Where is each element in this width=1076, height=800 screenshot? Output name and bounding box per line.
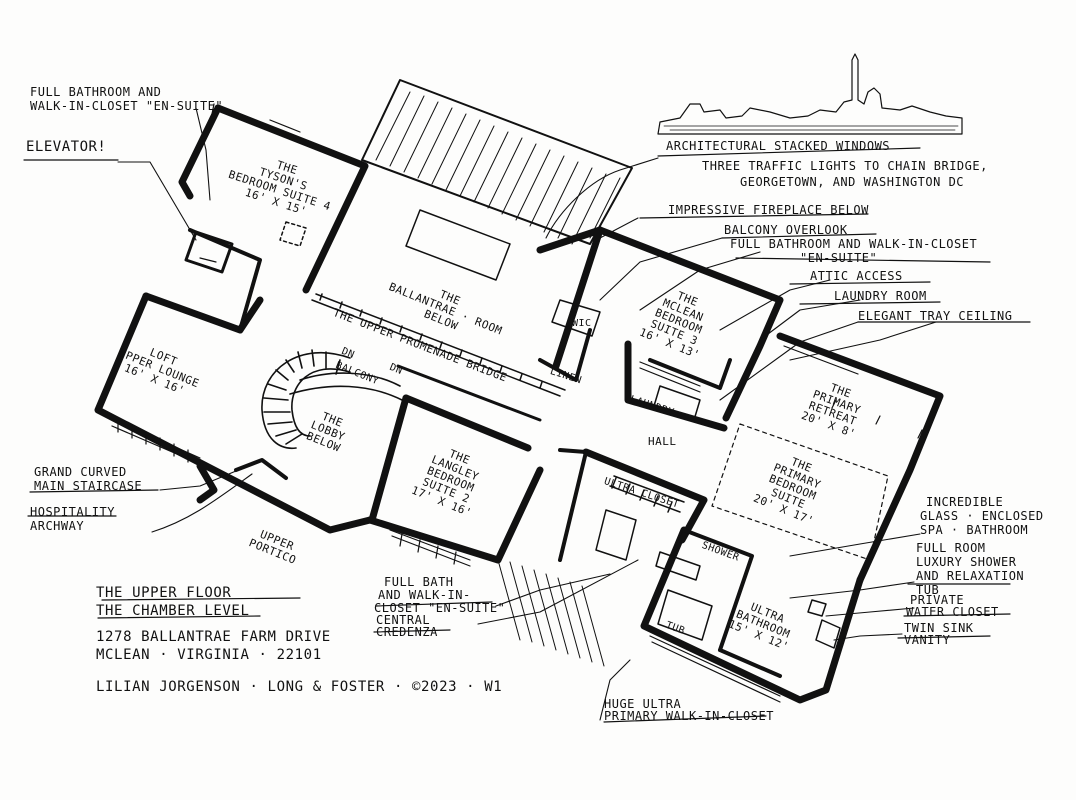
callout-full-bath-suite2-line1: Full Bath [384,575,454,589]
callout-elevator: Elevator! [26,139,107,155]
callout-credenza-line2: Credenza [376,625,438,639]
callout-balcony-overlook: Balcony Overlook [724,223,848,237]
callout-hospitality-line2: Archway [30,519,85,533]
exterior-walls [94,104,944,704]
title-address-line1: 1278 Ballantrae Farm Drive [96,629,331,645]
callout-full-bath-suite4-line1: Full Bathroom and [30,85,162,99]
callout-full-bath-suite4-line2: Walk-in-Closet "En-Suite" [30,99,224,113]
callout-shower-line1: Full Room [916,541,986,555]
curved-staircase [261,349,403,450]
callout-full-bath-suite2-line3: Closet "En-Suite" [374,601,506,615]
room-hall: Hall [648,435,677,448]
title-block: The Upper Floor The Chamber Level 1278 B… [96,584,502,696]
callout-vanity-line1: Twin Sink [904,621,974,635]
callout-hospitality-line1: Hospitality [30,505,115,519]
callout-water-closet-line2: Water Closet [906,605,999,619]
callout-walk-in-closet-line2: Primary Walk-in-Closet [604,709,774,723]
callout-full-bath-suite3-line1: Full Bathroom and Walk-in-Closet [730,237,978,251]
roof-hatch [361,79,633,245]
title-level: The Chamber Level [96,603,250,619]
callout-spa-line1: Incredible [926,495,1004,509]
callout-full-bath-suite3-line2: "En-Suite" [800,251,878,265]
callout-shower-line4: Tub [916,583,940,597]
heading-underlines [23,103,1031,723]
callout-shower-line2: Luxury Shower [916,555,1017,569]
callout-staircase-line2: Main Staircase [34,479,143,493]
callout-vanity-line2: Vanity [904,633,951,647]
washington-skyline-sketch [657,53,963,135]
callout-traffic-lights-line1: Three Traffic Lights to Chain Bridge, [702,159,988,173]
callout-attic-access: Attic Access [810,269,903,283]
title-floor: The Upper Floor [96,585,232,601]
window-strips [109,119,923,703]
promenade-railing [311,293,566,422]
callout-shower-line3: and Relaxation [916,569,1025,583]
callout-spa-line3: Spa · Bathroom [920,523,1029,537]
callout-water-closet-line1: Private [910,593,965,607]
callout-full-bath-suite2-line2: and Walk-in- [378,588,471,602]
room-wic: WIC [572,318,592,329]
callout-tray-ceiling: Elegant Tray Ceiling [858,309,1013,323]
callout-fireplace: Impressive Fireplace Below [668,203,869,217]
leader-lines [117,107,1031,721]
callout-credenza-line1: Central [376,613,431,627]
callout-laundry-room: Laundry Room [834,289,927,303]
callout-staircase-line1: Grand Curved [34,465,127,479]
credenza-walkway-hatch [497,559,605,667]
fixtures [279,209,841,649]
title-credit: Lilian Jorgenson · Long & Foster · ©2023… [96,679,503,695]
elevator-shaft [184,230,234,274]
callout-traffic-lights-line2: Georgetown, and Washington DC [740,175,965,189]
interior-walls [188,172,782,678]
callout-walk-in-closet-line1: Huge Ultra [604,697,682,711]
tray-ceiling-outline [711,423,889,561]
callout-architectural-windows: Architectural Stacked Windows [666,139,891,153]
title-address-line2: McLean · Virginia · 22101 [96,647,322,663]
callout-spa-line2: Glass · Enclosed [920,509,1044,523]
